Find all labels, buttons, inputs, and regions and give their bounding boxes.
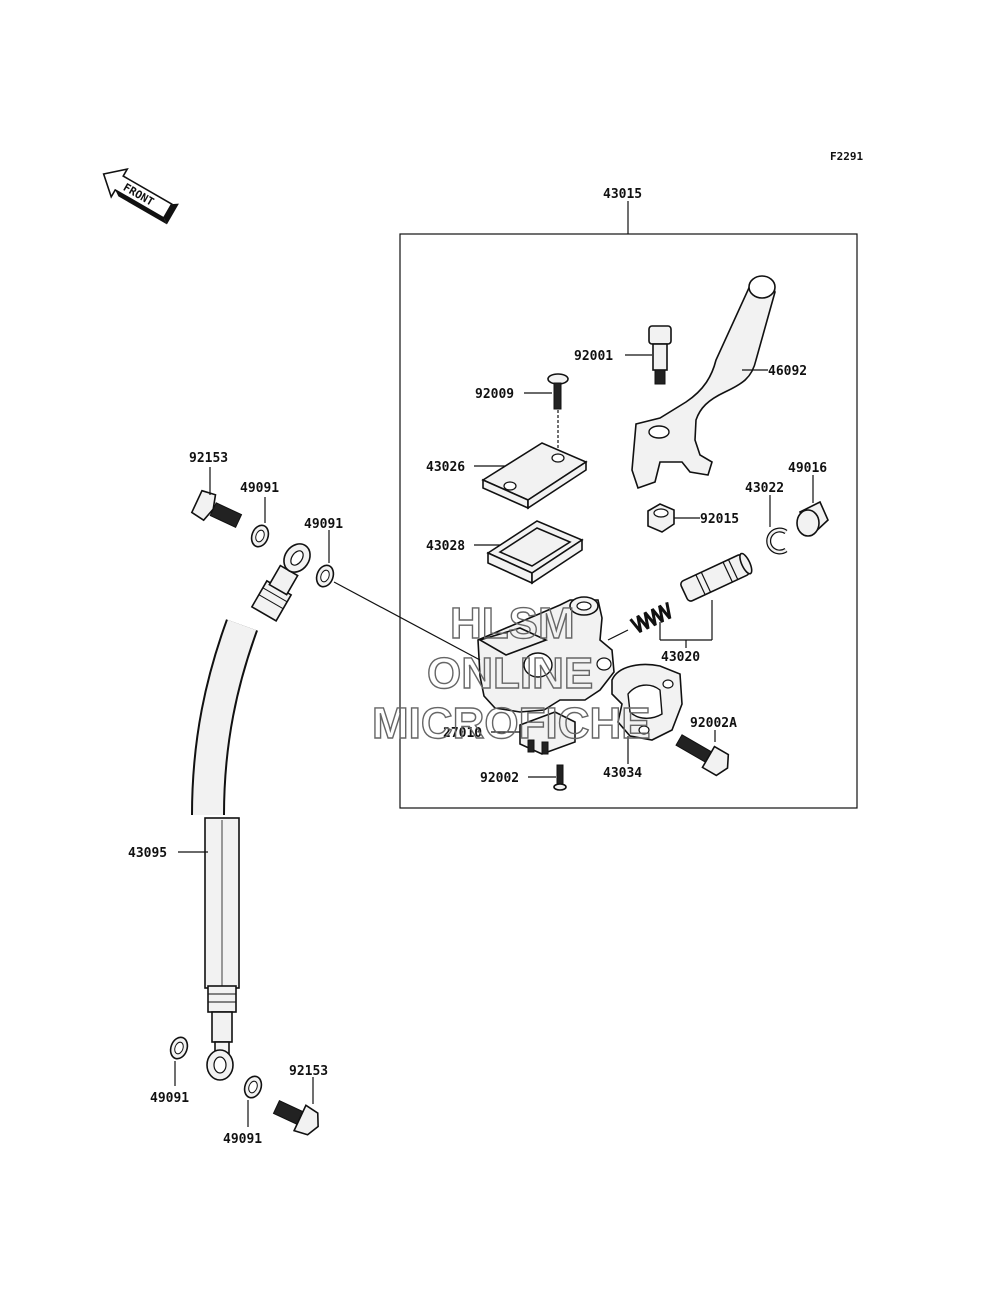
watermark-line-2: ONLINE <box>427 649 593 698</box>
callout-27010: 27010 <box>443 726 482 741</box>
callout-43028: 43028 <box>426 539 465 554</box>
callout-43026: 43026 <box>426 460 465 475</box>
cap-screw <box>547 373 569 410</box>
pivot-bolt <box>648 325 672 385</box>
brake-hose <box>191 543 311 1081</box>
callout-92153-bottom: 92153 <box>289 1064 328 1079</box>
figure-code: F2291 <box>830 150 863 163</box>
callout-49091-bottom-1: 49091 <box>150 1091 189 1106</box>
callout-43034: 43034 <box>603 766 642 781</box>
callout-49016: 49016 <box>788 461 827 476</box>
front-arrow-icon: FRONT <box>102 168 179 225</box>
watermark: HLSM ONLINE MICROFICHE <box>371 598 651 748</box>
master-cylinder-body <box>477 596 615 713</box>
callout-43095: 43095 <box>128 846 167 861</box>
brake-light-switch <box>519 711 576 755</box>
callout-49091-top-1: 49091 <box>240 481 279 496</box>
callout-43020: 43020 <box>661 650 700 665</box>
reservoir-cap <box>481 442 588 510</box>
callout-43022: 43022 <box>745 481 784 496</box>
callout-92153-top: 92153 <box>189 451 228 466</box>
banjo-bolt-bottom <box>272 1100 319 1136</box>
holder-bolt <box>675 734 730 777</box>
diaphragm <box>486 520 584 585</box>
piston-set <box>629 552 753 633</box>
callout-92002: 92002 <box>480 771 519 786</box>
callout-92015: 92015 <box>700 512 739 527</box>
callout-46092: 46092 <box>768 364 807 379</box>
pivot-nut <box>647 503 675 533</box>
dust-boot <box>796 500 829 537</box>
brake-lever <box>631 275 776 490</box>
callout-49091-bottom-2: 49091 <box>223 1132 262 1147</box>
callout-43015: 43015 <box>603 187 642 202</box>
handlebar-holder <box>611 663 683 741</box>
callout-92009: 92009 <box>475 387 514 402</box>
circlip <box>766 527 788 555</box>
banjo-bolt-top <box>190 489 243 528</box>
watermark-line-3: MICROFICHE <box>372 699 651 748</box>
callout-49091-top-2: 49091 <box>304 517 343 532</box>
switch-screw <box>553 764 567 791</box>
watermark-line-1: HLSM <box>450 599 575 648</box>
callout-92001: 92001 <box>574 349 613 364</box>
callout-92002a: 92002A <box>690 716 737 731</box>
